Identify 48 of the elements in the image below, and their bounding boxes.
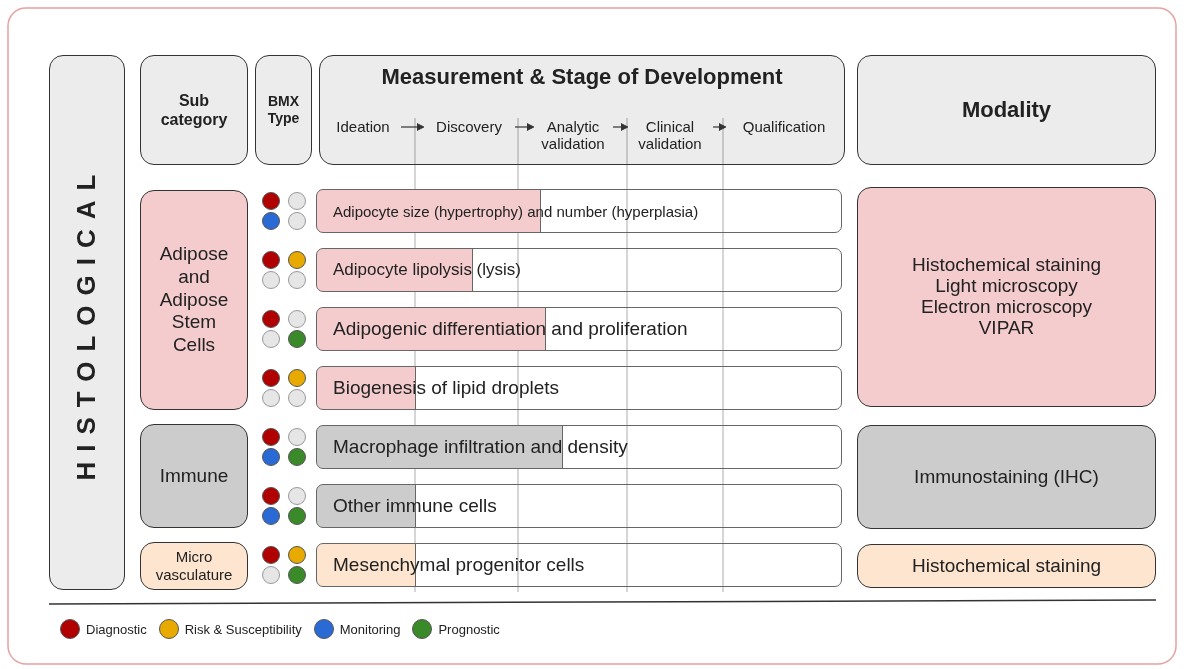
measurement-bar [316,307,842,351]
stage-label: Discovery [426,118,512,135]
heading-text: Immune [158,464,230,488]
group-box [857,544,1156,588]
measurement-bar [316,484,842,528]
measurement-bar [316,366,842,410]
heading-text: Histochemical staining [912,554,1101,578]
heading-text: Electron microscopy [920,297,1093,318]
legend-label: Monitoring [339,621,401,637]
arrow [612,122,629,132]
measurement-label: Adipogenic differentiation and proliferation [333,318,688,340]
group-box [140,55,248,165]
heading-text: Histochemical staining [912,255,1101,277]
heading-text: VIPAR [978,317,1035,339]
category-band [49,55,125,590]
measurement-bar [316,189,842,233]
arrow [400,122,425,132]
heading-text: BMX Type [266,93,301,127]
heading-text: Light microscopy [935,276,1078,297]
heading-text: Measurement & Stage of Development [381,64,783,91]
group-box [857,425,1156,529]
measurement-label: Macrophage infiltration and density [333,436,628,458]
measurement-bar [316,248,842,292]
stage-label: Clinical validation [630,118,710,152]
measurement-bar [316,425,842,469]
group-box [140,542,248,590]
stage-label: Qualification [728,118,840,135]
heading-text: Micro vasculature [154,548,234,584]
stage-label: Analytic validation [536,118,610,152]
group-box [140,424,248,528]
stage-label: Ideation [328,118,398,135]
group-box [319,55,845,165]
group-box [857,55,1156,165]
legend-label: Prognostic [438,621,500,637]
measurement-bar [316,543,842,587]
measurement-label: Adipocyte lipolysis (lysis) [333,260,521,280]
heading-text: Modality [961,96,1052,124]
group-box [255,55,312,165]
group-box [857,187,1156,407]
heading-text: Immunostaining (IHC) [914,465,1099,489]
legend-label: Risk & Susceptibility [184,621,302,637]
arrow [514,122,535,132]
arrow [712,122,727,132]
heading-text: Adipose and Adipose Stem Cells [158,243,230,357]
legend-label: Diagnostic [86,621,147,637]
heading-text: Sub category [159,90,229,130]
group-box [140,190,248,410]
vertical-title: HISTOLOGICAL [71,164,103,481]
